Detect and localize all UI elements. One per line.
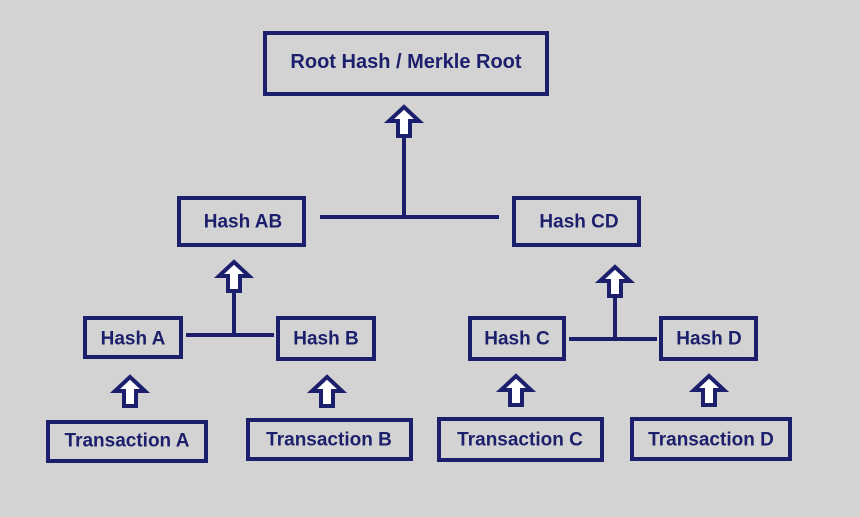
up-arrow-icon <box>306 374 348 408</box>
node-transaction-b-label: Transaction B <box>266 430 392 451</box>
node-hash-c-label: Hash C <box>484 329 550 350</box>
up-arrow-icon <box>109 374 151 408</box>
node-hash-cd-label: Hash CD <box>539 212 618 233</box>
node-transaction-a-label: Transaction A <box>65 431 190 452</box>
up-arrow-icon <box>383 104 425 138</box>
up-arrow-icon <box>594 264 636 298</box>
up-arrow-icon <box>213 259 255 293</box>
node-root-hash-label: Root Hash / Merkle Root <box>290 51 521 73</box>
node-hash-cd: Hash CD <box>512 196 641 247</box>
node-hash-b: Hash B <box>276 316 376 361</box>
up-arrow-icon <box>495 373 537 407</box>
node-transaction-a: Transaction A <box>46 420 208 463</box>
node-transaction-d-label: Transaction D <box>648 430 774 451</box>
node-transaction-c: Transaction C <box>437 417 604 462</box>
node-hash-a-label: Hash A <box>101 329 166 350</box>
node-transaction-d: Transaction D <box>630 417 792 461</box>
node-hash-d: Hash D <box>659 316 758 361</box>
node-hash-ab-label: Hash AB <box>204 212 282 233</box>
node-hash-d-label: Hash D <box>676 329 741 350</box>
node-hash-ab: Hash AB <box>177 196 306 247</box>
node-hash-b-label: Hash B <box>293 329 358 350</box>
up-arrow-icon <box>688 373 730 407</box>
node-transaction-b: Transaction B <box>246 418 413 461</box>
node-transaction-c-label: Transaction C <box>457 430 583 451</box>
node-hash-c: Hash C <box>468 316 566 361</box>
node-root-hash: Root Hash / Merkle Root <box>263 31 549 96</box>
node-hash-a: Hash A <box>83 316 183 359</box>
